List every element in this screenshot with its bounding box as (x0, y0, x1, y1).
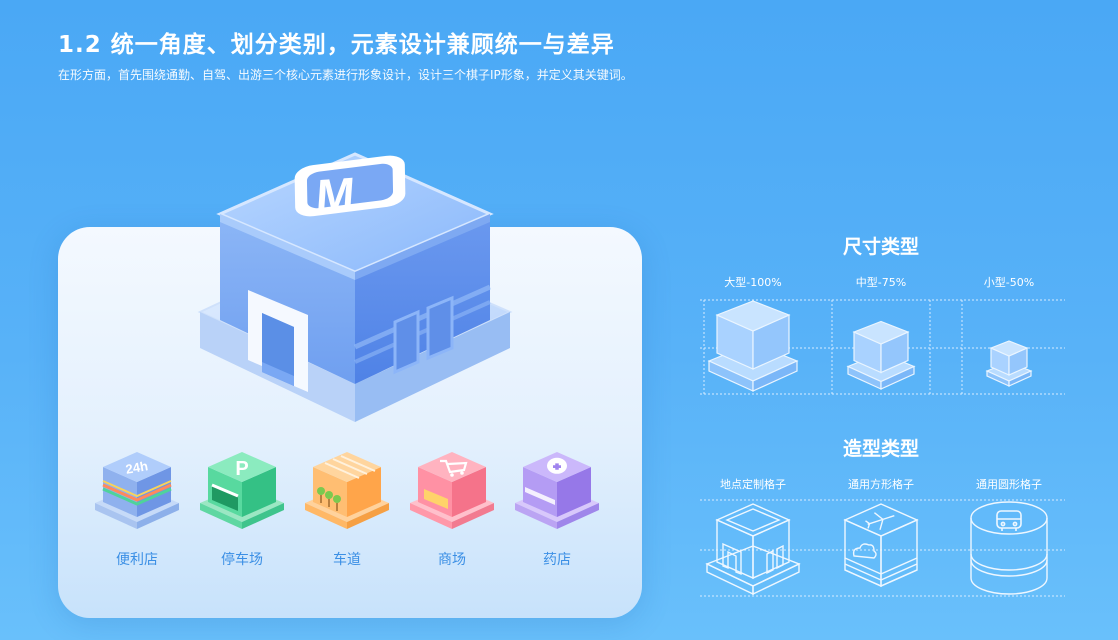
shape-column-square-label: 通用方形格子 (848, 478, 914, 491)
page-title: 1.2 统一角度、划分类别，元素设计兼顾统一与差异 (58, 32, 615, 58)
store-icon-row: 24h 便利店 P 停车场 (84, 445, 624, 595)
store-pharmacy: 药店 (504, 445, 610, 575)
store-parking: P 停车场 (189, 445, 295, 575)
hero-building-illustration: M (197, 152, 513, 422)
page-subtitle: 在形方面，首先围绕通勤、自驾、出游三个核心元素进行形象设计，设计三个棋子IP形象… (58, 68, 633, 82)
shape-section-title: 造型类型 (842, 438, 919, 460)
custom-location-tile (705, 503, 801, 596)
store-mall: 商场 (399, 445, 505, 575)
size-column-medium-label: 中型-75% (855, 276, 907, 289)
shopping-cart-icon (410, 452, 494, 529)
hero-sign-letter: M (314, 167, 356, 222)
shape-column-custom-label: 地点定制格子 (720, 478, 786, 491)
size-column-large-label: 大型-100% (724, 276, 782, 289)
store-label: 商场 (438, 552, 466, 568)
size-column-small-label: 小型-50% (983, 276, 1035, 289)
store-sign-24h: 24h (124, 458, 149, 477)
generic-square-tile (843, 503, 919, 588)
airplane-icon (865, 512, 895, 530)
store-label: 停车场 (221, 552, 263, 568)
parking-lot-icon: P (200, 452, 284, 529)
generic-round-tile (970, 501, 1048, 595)
shape-type-diagram (700, 499, 1065, 597)
size-tile-medium (846, 320, 916, 390)
store-label: 车道 (333, 552, 361, 568)
store-label: 便利店 (116, 552, 158, 568)
bus-icon (996, 510, 1022, 531)
store-label: 药店 (543, 552, 571, 568)
shape-column-round-label: 通用圆形格子 (976, 478, 1042, 491)
size-tile-small (985, 340, 1033, 387)
lane-icon (305, 452, 389, 529)
convenience-store-icon: 24h (95, 452, 179, 529)
size-section-title: 尺寸类型 (842, 236, 919, 258)
store-convenience: 24h 便利店 (84, 445, 190, 575)
medical-cross-icon (515, 452, 599, 529)
store-sign-p: P (235, 458, 248, 480)
size-tile-large (707, 300, 799, 392)
cloud-icon (852, 543, 877, 559)
store-lane: 车道 (294, 445, 400, 575)
size-type-diagram (700, 299, 1065, 395)
